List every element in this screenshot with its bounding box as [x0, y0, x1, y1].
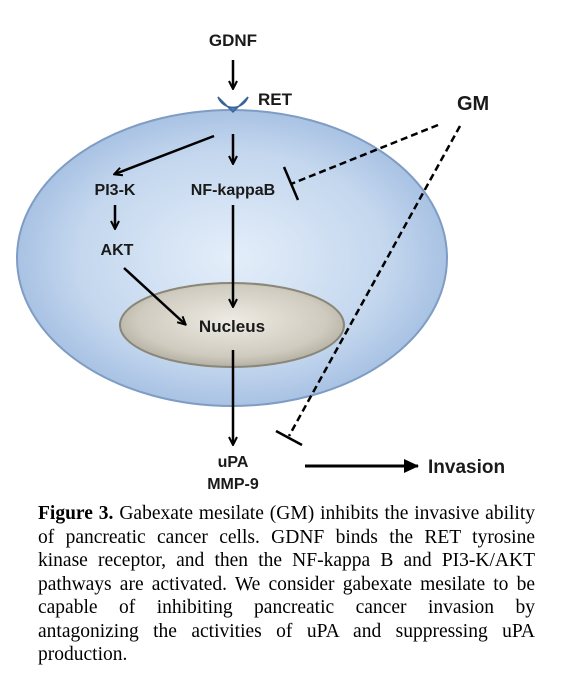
label-gdnf: GDNF — [209, 31, 257, 50]
label-invasion: Invasion — [428, 457, 505, 478]
label-nfkappab: NF-kappaB — [191, 182, 275, 199]
label-nucleus: Nucleus — [199, 317, 265, 336]
label-pi3k: PI3-K — [95, 182, 136, 199]
label-gm: GM — [457, 93, 489, 115]
label-mmp9: MMP-9 — [207, 476, 259, 493]
figure-caption: Figure 3. Gabexate mesilate (GM) inhibit… — [38, 502, 535, 667]
label-akt: AKT — [101, 242, 134, 259]
inhibition-bar-upa — [275, 429, 303, 447]
pathway-diagram: GDNF RET GM PI3-K NF-kappaB AKT Nucleus … — [16, 31, 505, 493]
figure-label: Figure 3. — [38, 503, 114, 524]
label-ret: RET — [258, 90, 293, 109]
label-upa: uPA — [218, 454, 249, 471]
inhibition-gm-upa — [287, 125, 462, 437]
arrow-ret-pi3k — [115, 134, 215, 174]
inhibition-bar-nfkappab — [282, 166, 300, 201]
ret-receptor-icon — [217, 96, 249, 114]
figure-caption-text: Gabexate mesilate (GM) inhibits the inva… — [38, 503, 535, 665]
arrow-akt-nucleus — [123, 267, 185, 324]
inhibition-gm-nfkappab — [290, 123, 439, 186]
